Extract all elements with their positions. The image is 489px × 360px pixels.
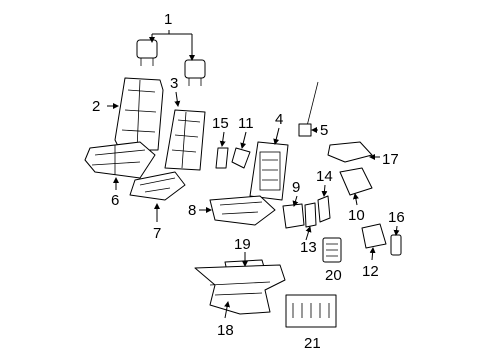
callout-7: 7: [153, 225, 161, 242]
part-9-bracket: [282, 195, 305, 229]
callout-12: 12: [362, 263, 379, 280]
callout-8: 8: [188, 202, 196, 219]
part-7-cushion-frame: [129, 171, 186, 222]
callout-14: 14: [316, 168, 333, 185]
part-3-seatback-frame: [164, 91, 206, 171]
part-16-trim: [390, 225, 402, 256]
callout-20: 20: [325, 267, 342, 284]
callout-1: 1: [164, 11, 172, 28]
part-8-seat-pan: [199, 195, 276, 226]
callout-3: 3: [170, 75, 178, 92]
callout-10: 10: [348, 207, 365, 224]
callout-2: 2: [92, 98, 100, 115]
part-11-hinge: [231, 131, 251, 169]
callout-5: 5: [320, 122, 328, 139]
part-5-release: [298, 81, 319, 137]
part-14-latch: [317, 184, 331, 223]
callout-19: 19: [234, 236, 251, 253]
callout-17: 17: [382, 151, 399, 168]
part-21-fastener-kit: [285, 294, 337, 328]
part-13-cover: [304, 202, 317, 241]
callout-4: 4: [275, 111, 283, 128]
callout-11: 11: [238, 115, 254, 132]
callout-15: 15: [212, 115, 229, 132]
part-1-headrests: [136, 30, 206, 86]
callout-16: 16: [388, 209, 405, 226]
part-2-seatback-cover: [107, 77, 164, 151]
part-10-recliner: [339, 167, 373, 206]
callout-21: 21: [304, 335, 321, 352]
callout-13: 13: [300, 239, 317, 256]
part-18-floor-frame: [194, 264, 286, 319]
part-15-pivot: [215, 131, 229, 169]
part-20-pad: [322, 237, 342, 263]
part-17-armrest: [327, 141, 380, 163]
part-4-frame: [249, 127, 289, 201]
part-6-seat-cushion: [84, 141, 156, 190]
callout-6: 6: [111, 192, 119, 209]
part-12-bracket: [361, 223, 387, 261]
callout-18: 18: [217, 322, 234, 339]
callout-9: 9: [292, 179, 300, 196]
